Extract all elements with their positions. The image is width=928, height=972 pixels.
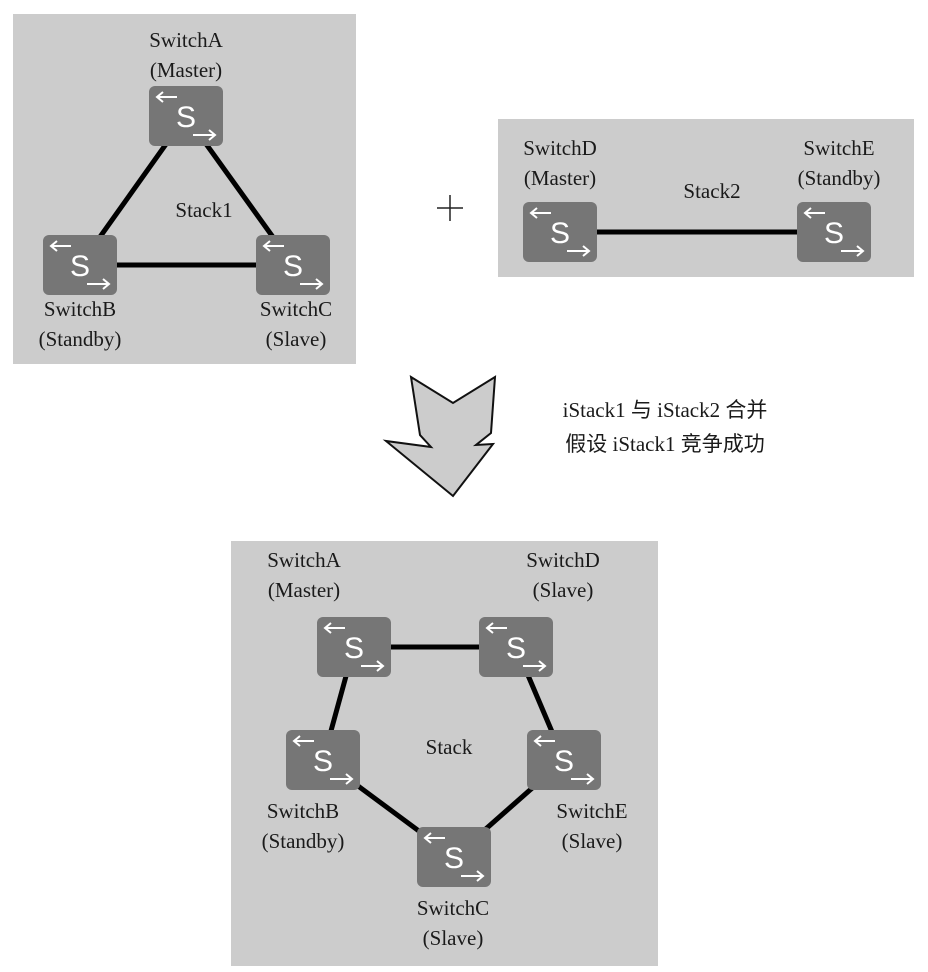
stack2-label: Stack2 xyxy=(683,179,740,203)
svg-text:S: S xyxy=(824,217,844,250)
switch-name: SwitchD xyxy=(523,136,597,160)
merge-caption-line1: iStack1 与 iStack2 合并 xyxy=(563,398,768,422)
switch-name: SwitchC xyxy=(260,297,332,321)
svg-text:S: S xyxy=(70,250,90,283)
switch-name: SwitchA xyxy=(267,548,341,572)
stack-switch-icon: S xyxy=(286,730,360,790)
switch-role: (Master) xyxy=(150,58,222,82)
svg-text:S: S xyxy=(444,842,464,875)
stack2-switch-e: S SwitchE (Standby) xyxy=(797,136,880,262)
merge-caption-line2: 假设 iStack1 竞争成功 xyxy=(565,432,765,456)
switch-role: (Standby) xyxy=(262,829,345,853)
switch-name: SwitchE xyxy=(556,799,627,823)
stack-switch-icon: S xyxy=(797,202,871,262)
switch-role: (Slave) xyxy=(423,926,484,950)
stack-switch-icon: S xyxy=(417,827,491,887)
switch-role: (Slave) xyxy=(533,578,594,602)
switch-name: SwitchD xyxy=(526,548,600,572)
svg-text:S: S xyxy=(176,101,196,134)
stack-switch-icon: S xyxy=(527,730,601,790)
merged-switch-c: S SwitchC (Slave) xyxy=(417,827,491,950)
stack-switch-icon: S xyxy=(256,235,330,295)
switch-name: SwitchE xyxy=(803,136,874,160)
merged-switch-e: S SwitchE (Slave) xyxy=(527,730,628,853)
stack-switch-icon: S xyxy=(149,86,223,146)
plus-icon xyxy=(437,195,463,221)
merged-switch-d: S SwitchD (Slave) xyxy=(479,548,600,677)
switch-role: (Standby) xyxy=(39,327,122,351)
stack1-switch-b: S SwitchB (Standby) xyxy=(39,235,122,351)
switch-name: SwitchA xyxy=(149,28,223,52)
switch-role: (Master) xyxy=(524,166,596,190)
svg-text:S: S xyxy=(506,632,526,665)
merged-stack-panel: Stack S SwitchA (Master) S SwitchD (Slave) S Sw… xyxy=(231,541,658,966)
stack2-switch-d: S SwitchD (Master) xyxy=(523,136,597,262)
switch-role: (Standby) xyxy=(798,166,881,190)
stack1-background xyxy=(13,14,356,364)
switch-role: (Slave) xyxy=(562,829,623,853)
stack1-switch-c: S SwitchC (Slave) xyxy=(256,235,332,351)
switch-name: SwitchC xyxy=(417,896,489,920)
stack-switch-icon: S xyxy=(479,617,553,677)
switch-role: (Slave) xyxy=(266,327,327,351)
merge-arrow-icon xyxy=(382,375,497,498)
stack-switch-icon: S xyxy=(523,202,597,262)
stack-switch-icon: S xyxy=(43,235,117,295)
merged-stack-label: Stack xyxy=(426,735,473,759)
stack2-panel: Stack2 S SwitchD (Master) S SwitchE (Standby) xyxy=(498,119,914,277)
svg-text:S: S xyxy=(554,745,574,778)
switch-role: (Master) xyxy=(268,578,340,602)
stack1-switch-a: S SwitchA (Master) xyxy=(149,28,224,146)
switch-name: SwitchB xyxy=(267,799,339,823)
merged-switch-a: S SwitchA (Master) xyxy=(267,548,391,677)
svg-text:S: S xyxy=(344,632,364,665)
svg-text:S: S xyxy=(313,745,333,778)
switch-name: SwitchB xyxy=(44,297,116,321)
svg-text:S: S xyxy=(283,250,303,283)
stack1-panel: Stack1 S SwitchA (Master) S SwitchB (Standby)… xyxy=(13,14,356,364)
svg-text:S: S xyxy=(550,217,570,250)
merged-switch-b: S SwitchB (Standby) xyxy=(262,730,360,853)
stack-switch-icon: S xyxy=(317,617,391,677)
stack1-label: Stack1 xyxy=(175,198,232,222)
